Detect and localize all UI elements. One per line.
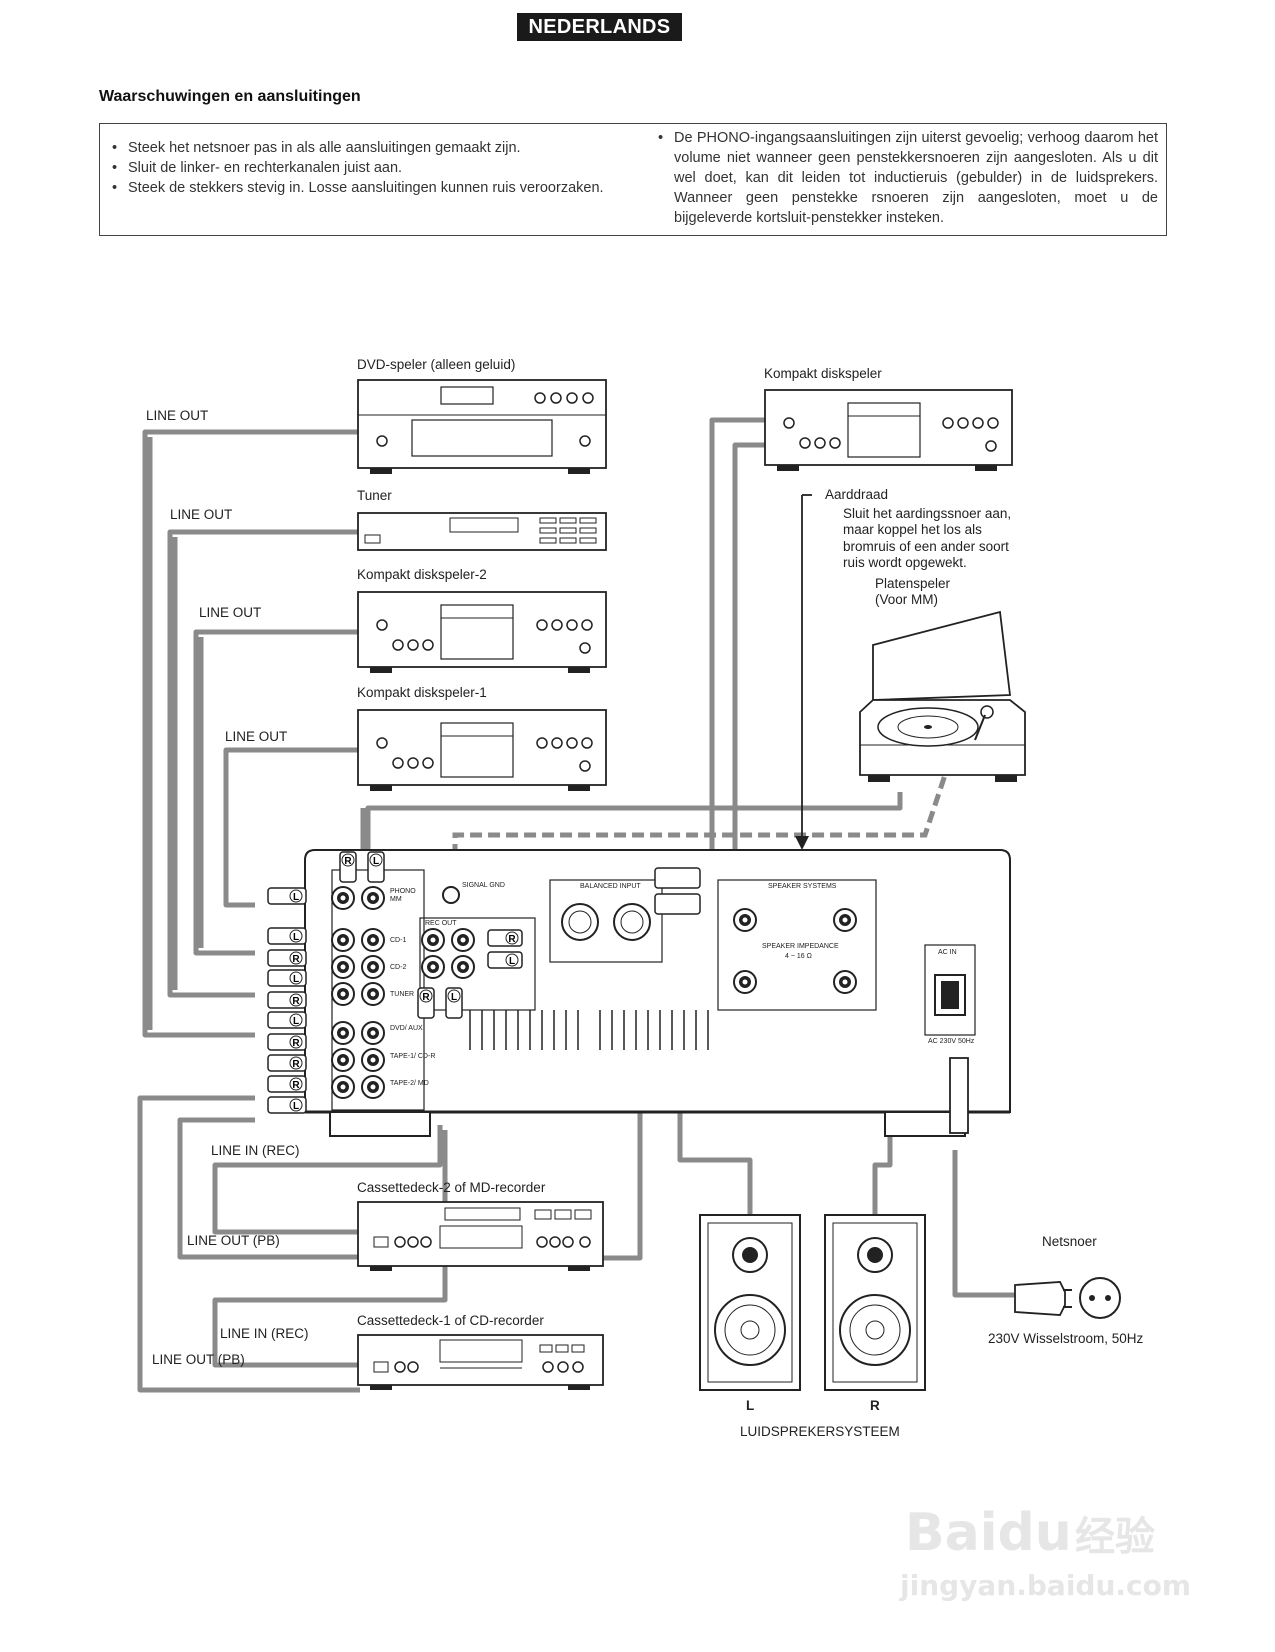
panel-balanced-input-label: BALANCED INPUT xyxy=(580,883,641,890)
panel-signal-gnd-label: SIGNAL GND xyxy=(462,882,505,889)
label-dvd: DVD-speler (alleen geluid) xyxy=(357,357,515,372)
svg-text:L: L xyxy=(293,1101,299,1112)
diagram-labels: DVD-speler (alleen geluid) Tuner Kompakt… xyxy=(146,357,1144,1439)
label-tuner: Tuner xyxy=(357,488,392,503)
watermark-brand: Baidu xyxy=(905,1503,1072,1563)
svg-text:R: R xyxy=(292,1038,300,1049)
svg-text:R: R xyxy=(292,996,300,1007)
section-title: Waarschuwingen en aansluitingen xyxy=(99,88,361,105)
label-power-cord: Netsnoer xyxy=(1042,1234,1097,1249)
label-tape1-line-out: LINE OUT (PB) xyxy=(152,1352,245,1367)
warning-item: Steek het netsnoer pas in als alle aansl… xyxy=(104,138,614,158)
warning-item: De PHONO-ingangsaansluitingen zijn uiter… xyxy=(650,128,1158,228)
svg-text:R: R xyxy=(292,1080,300,1091)
watermark: Baidu 经验 jingyan.baidu.com xyxy=(899,1503,1191,1602)
label-ground-note-1: Sluit het aardingssnoer aan, xyxy=(843,506,1011,521)
label-cd2-line-out: LINE OUT xyxy=(199,605,261,620)
panel-impedance-value: 4 ~ 16 Ω xyxy=(785,953,812,960)
panel-dvd-aux-label: DVD/ AUX xyxy=(390,1025,423,1032)
label-cd1: Kompakt diskspeler-1 xyxy=(357,685,487,700)
xlr-plugs xyxy=(654,867,701,915)
speaker-left xyxy=(699,1214,801,1391)
warning-item: Sluit de linker- en rechterkanalen juist… xyxy=(104,158,614,178)
cd-player-2 xyxy=(357,591,607,673)
svg-text:L: L xyxy=(373,856,379,867)
tuner xyxy=(357,512,607,551)
panel-tape2-label: TAPE-2/ MD xyxy=(390,1080,429,1087)
label-ground-title: Aarddraad xyxy=(825,487,888,502)
panel-ac-in-label: AC IN xyxy=(938,949,957,956)
label-tape1-line-in: LINE IN (REC) xyxy=(220,1326,309,1341)
label-tuner-line-out: LINE OUT xyxy=(170,507,232,522)
power-plug xyxy=(949,1057,1121,1319)
warnings-box: Steek het netsnoer pas in als alle aansl… xyxy=(99,123,1167,236)
panel-rec-out-label: REC OUT xyxy=(425,920,457,927)
label-tape2-line-in: LINE IN (REC) xyxy=(211,1143,300,1158)
language-badge: NEDERLANDS xyxy=(517,13,682,41)
label-turntable-1: Platenspeler xyxy=(875,576,951,591)
panel-tape1-label: TAPE-1/ CD-R xyxy=(390,1053,435,1060)
tape-deck-2 xyxy=(357,1201,604,1271)
amplifier-rear-panel: PHONO MM SIGNAL GND CD-1 CD-2 TUNER DVD/… xyxy=(304,849,1011,1137)
watermark-cn: 经验 xyxy=(1075,1514,1155,1560)
label-tape2: Cassettedeck-2 of MD-recorder xyxy=(357,1180,546,1195)
watermark-url: jingyan.baidu.com xyxy=(899,1569,1191,1602)
svg-text:R: R xyxy=(422,992,430,1003)
turntable xyxy=(859,610,1026,782)
label-tape1: Cassettedeck-1 of CD-recorder xyxy=(357,1313,544,1328)
tape-deck-1 xyxy=(357,1334,604,1390)
label-dvd-line-out: LINE OUT xyxy=(146,408,208,423)
svg-text:L: L xyxy=(293,892,299,903)
panel-cd1-label: CD-1 xyxy=(390,937,406,944)
svg-text:L: L xyxy=(293,932,299,943)
label-cd2: Kompakt diskspeler-2 xyxy=(357,567,487,582)
svg-text:R: R xyxy=(292,1059,300,1070)
label-ground-note-2: maar koppel het los als xyxy=(843,522,982,537)
svg-text:L: L xyxy=(451,992,457,1003)
label-speaker-system: LUIDSPREKERSYSTEEM xyxy=(740,1424,900,1439)
rca-plugs: L L R L R L R R R L R L R L R L xyxy=(267,851,523,1114)
warnings-right-column: De PHONO-ingangsaansluitingen zijn uiter… xyxy=(650,128,1158,228)
label-speaker-left: L xyxy=(746,1398,754,1413)
label-turntable-2: (Voor MM) xyxy=(875,592,938,607)
svg-text:R: R xyxy=(508,934,516,945)
label-ground-note-3: bromruis of een ander soort xyxy=(843,539,1009,554)
panel-cd2-label: CD-2 xyxy=(390,964,406,971)
panel-tuner-label: TUNER xyxy=(390,991,414,998)
label-ground-note-4: ruis wordt opgewekt. xyxy=(843,555,967,570)
svg-text:L: L xyxy=(293,974,299,985)
panel-phono-label: PHONO xyxy=(390,888,416,895)
panel-ac-spec: AC 230V 50Hz xyxy=(928,1038,975,1045)
svg-text:L: L xyxy=(509,956,515,967)
label-cd-main: Kompakt diskspeler xyxy=(764,366,882,381)
svg-text:R: R xyxy=(292,954,300,965)
panel-speaker-systems-label: SPEAKER SYSTEMS xyxy=(768,883,837,890)
speaker-right xyxy=(824,1214,926,1391)
warnings-left-column: Steek het netsnoer pas in als alle aansl… xyxy=(104,138,614,198)
warning-item: Steek de stekkers stevig in. Losse aansl… xyxy=(104,178,614,198)
cd-player-1 xyxy=(357,709,607,791)
label-cd1-line-out: LINE OUT xyxy=(225,729,287,744)
label-speaker-right: R xyxy=(870,1398,880,1413)
svg-text:R: R xyxy=(344,856,352,867)
label-tape2-line-out: LINE OUT (PB) xyxy=(187,1233,280,1248)
dvd-player xyxy=(357,379,607,474)
svg-text:L: L xyxy=(293,1016,299,1027)
cd-player-main xyxy=(764,389,1013,471)
panel-speaker-impedance-label: SPEAKER IMPEDANCE xyxy=(762,943,839,950)
panel-phono-sub-label: MM xyxy=(390,896,402,903)
label-power-spec: 230V Wisselstroom, 50Hz xyxy=(988,1331,1144,1346)
